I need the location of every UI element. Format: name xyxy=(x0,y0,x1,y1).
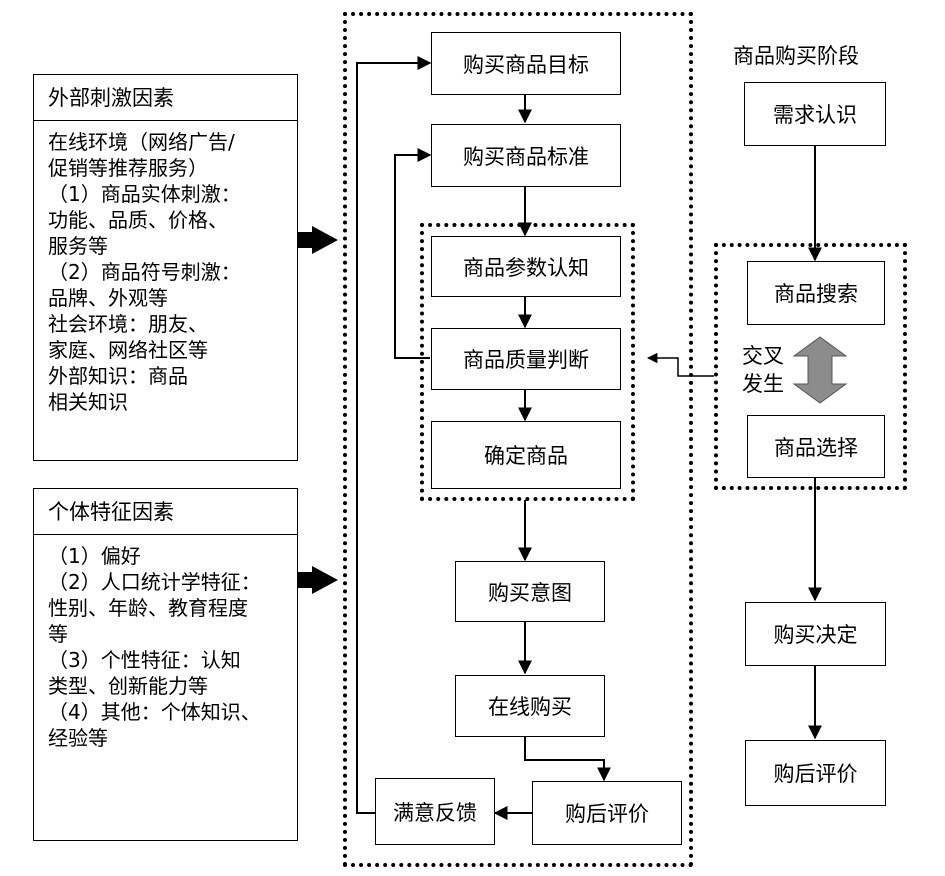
individual-factors-body: （1）偏好 （2）人口统计学特征： 性别、年龄、教育程度 等 （3）个性特征：认… xyxy=(48,544,261,750)
external-factors-panel: 外部刺激因素 在线环境（网络广告/ 促销等推荐服务） （1）商品实体刺激： 功能… xyxy=(33,74,298,461)
cross-label-line1: 交叉 xyxy=(742,344,784,368)
post-eval-stage-box: 购后评价 xyxy=(745,740,886,806)
feedback-box: 满意反馈 xyxy=(375,778,495,845)
stages-heading: 商品购买阶段 xyxy=(733,44,859,68)
external-to-center-arrow xyxy=(297,226,338,254)
individual-factors-title: 个体特征因素 xyxy=(34,489,297,535)
external-factors-title: 外部刺激因素 xyxy=(34,75,297,121)
decision-box: 购买决定 xyxy=(745,602,886,666)
cross-double-arrow-icon xyxy=(792,336,848,404)
online-to-eval-connector xyxy=(524,737,611,782)
standard-box: 购买商品标准 xyxy=(431,124,621,187)
cognition-dotted-group xyxy=(420,223,635,501)
stage-to-quality-connector xyxy=(646,352,714,377)
external-factors-body: 在线环境（网络广告/ 促销等推荐服务） （1）商品实体刺激： 功能、品质、价格、… xyxy=(48,130,241,414)
confirm-box: 确定商品 xyxy=(431,421,621,489)
quality-to-standard-loop xyxy=(394,148,432,359)
param-box: 商品参数认知 xyxy=(431,236,621,297)
cross-label-line2: 发生 xyxy=(742,372,784,396)
goal-box: 购买商品目标 xyxy=(431,32,621,95)
individual-to-center-arrow xyxy=(297,566,338,594)
quality-box: 商品质量判断 xyxy=(431,328,621,390)
feedback-loop-connector xyxy=(356,56,432,814)
select-box: 商品选择 xyxy=(747,415,885,478)
online-purchase-box: 在线购买 xyxy=(455,675,605,737)
center-flow-dotted-group xyxy=(343,12,693,867)
post-eval-box: 购后评价 xyxy=(532,781,682,845)
individual-factors-panel: 个体特征因素 （1）偏好 （2）人口统计学特征： 性别、年龄、教育程度 等 （3… xyxy=(33,488,298,841)
search-select-dotted-group xyxy=(714,243,907,490)
search-box: 商品搜索 xyxy=(747,261,885,325)
need-box: 需求认识 xyxy=(744,82,886,146)
intent-box: 购买意图 xyxy=(455,561,605,622)
